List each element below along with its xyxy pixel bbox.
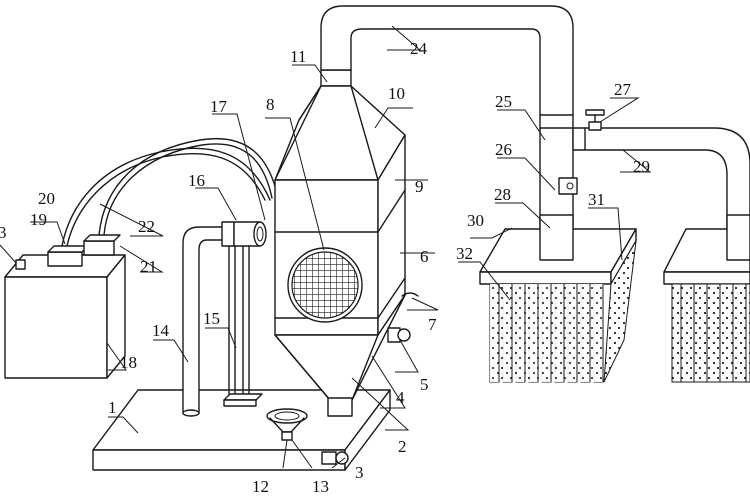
- storage-tank: [4, 234, 126, 379]
- label-30: 30: [467, 211, 484, 230]
- label-27: 27: [614, 80, 632, 99]
- label-2: 2: [398, 437, 407, 456]
- label-14: 14: [152, 321, 170, 340]
- label-24: 24: [410, 39, 428, 58]
- label-29: 29: [633, 157, 650, 176]
- label-6: 6: [420, 247, 429, 266]
- label-19: 19: [30, 210, 47, 229]
- left-filter-bags: [489, 240, 637, 383]
- left-collector: [479, 214, 637, 383]
- label-8: 8: [266, 95, 275, 114]
- label-20: 20: [38, 189, 55, 208]
- label-3-left: 3: [0, 223, 7, 242]
- stand-rods: [223, 245, 263, 407]
- scrubber-tower: [274, 69, 419, 417]
- inlet-pipe: [182, 221, 267, 417]
- label-9: 9: [415, 177, 424, 196]
- label-17: 17: [210, 97, 228, 116]
- drain-valve: [321, 451, 349, 465]
- label-12: 12: [252, 477, 269, 496]
- right-collector: [663, 214, 750, 383]
- funnel: [266, 408, 308, 441]
- label-16: 16: [188, 171, 205, 190]
- callout-labels: 1 2 3 4 5 6 7 8 9 10 11 12 13 14 15 16 1…: [0, 39, 650, 496]
- leader-lines: [0, 25, 652, 469]
- label-18: 18: [120, 353, 137, 372]
- label-32: 32: [456, 244, 473, 263]
- label-31: 31: [588, 190, 605, 209]
- base-platform: [92, 389, 391, 471]
- label-5: 5: [420, 375, 429, 394]
- label-26: 26: [495, 140, 512, 159]
- label-7: 7: [428, 315, 437, 334]
- right-filter-bags: [671, 283, 750, 383]
- label-22: 22: [138, 217, 155, 236]
- label-15: 15: [203, 309, 220, 328]
- label-28: 28: [494, 185, 511, 204]
- hoses: [61, 138, 279, 247]
- label-13: 13: [312, 477, 329, 496]
- label-25: 25: [495, 92, 512, 111]
- label-4: 4: [396, 388, 405, 407]
- label-3-bottom: 3: [355, 463, 364, 482]
- label-10: 10: [388, 84, 405, 103]
- label-21: 21: [140, 257, 157, 276]
- label-11: 11: [290, 47, 306, 66]
- label-1: 1: [108, 398, 117, 417]
